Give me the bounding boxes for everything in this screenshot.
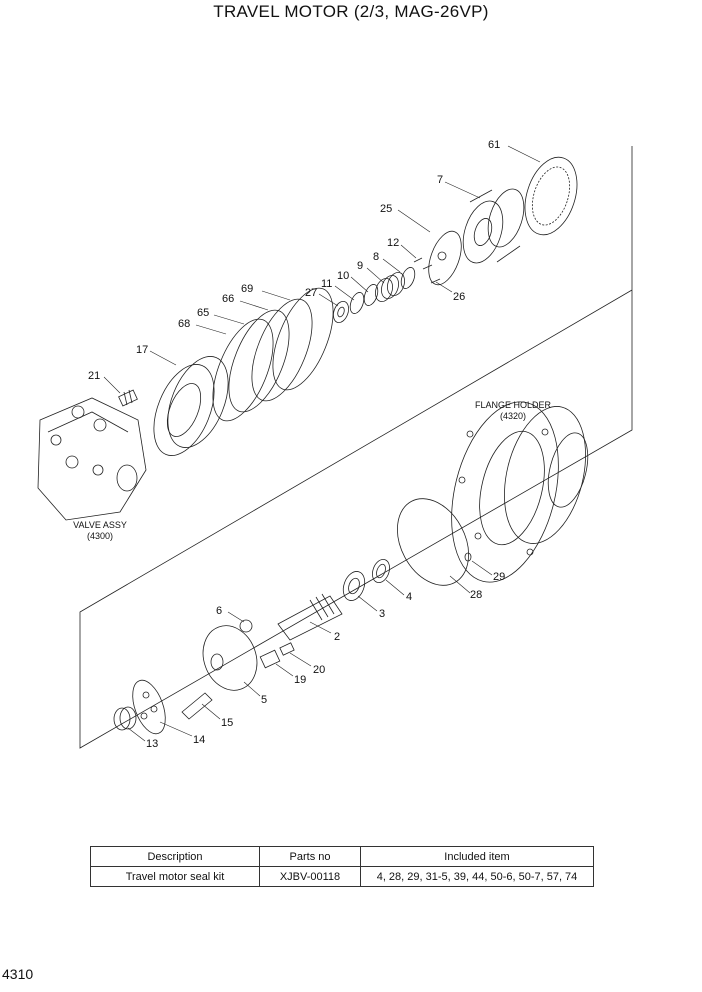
part-17-piston — [153, 356, 229, 456]
valve-assy-label: VALVE ASSY — [73, 520, 127, 530]
part-5-swash-plate — [202, 625, 258, 691]
page-number: 4310 — [2, 966, 34, 982]
callout-7: 7 — [437, 174, 443, 186]
callout-28: 28 — [470, 589, 482, 601]
part-10-ring — [363, 284, 379, 306]
part-9-spring — [375, 271, 405, 303]
callout-68: 68 — [178, 318, 190, 330]
callout-66: 66 — [222, 293, 234, 305]
callout-4: 4 — [406, 591, 412, 603]
callout-12: 12 — [387, 237, 399, 249]
callout-11: 11 — [321, 278, 332, 290]
callout-69: 69 — [241, 283, 253, 295]
part-3-bearing — [342, 571, 366, 601]
part-27-bearing — [333, 300, 349, 324]
part-14-shoe-plate — [132, 679, 166, 735]
callout-25: 25 — [380, 203, 392, 215]
callout-8: 8 — [373, 251, 379, 263]
callout-9: 9 — [357, 260, 363, 272]
callout-61: 61 — [488, 139, 500, 151]
page-title: TRAVEL MOTOR (2/3, MAG-26VP) — [213, 2, 489, 21]
part-69-o-ring — [272, 287, 334, 391]
part-15-piston — [181, 692, 213, 720]
col-header-description: Description — [90, 846, 260, 867]
seal-kit-table: Description Parts no Included item Trave… — [90, 846, 594, 887]
part-29-o-ring — [464, 552, 472, 562]
flange-holder-code: (4320) — [500, 411, 526, 421]
part-20-spring — [279, 642, 295, 656]
part-61-friction-plate — [524, 156, 578, 236]
callout-15: 15 — [221, 717, 233, 729]
callout-17: 17 — [136, 344, 148, 356]
part-21-spring — [118, 389, 138, 407]
part-8-ring — [400, 267, 416, 289]
table-header-row: Description Parts no Included item — [90, 846, 594, 867]
callout-29: 29 — [493, 571, 505, 583]
part-11-ring — [349, 292, 365, 314]
col-header-parts-no: Parts no — [259, 846, 361, 867]
callout-26: 26 — [453, 291, 465, 303]
part-65-o-ring — [228, 309, 290, 413]
leader-lines — [103, 145, 541, 742]
callout-3: 3 — [379, 608, 385, 620]
callout-20: 20 — [313, 664, 325, 676]
callout-21: 21 — [88, 370, 100, 382]
part-13-retainer — [113, 706, 137, 731]
callout-2: 2 — [334, 631, 340, 643]
callout-10: 10 — [337, 270, 349, 282]
part-19-piston — [259, 649, 281, 669]
part-7-cylinder-block — [462, 188, 525, 264]
part-2-shaft — [277, 593, 343, 641]
flange-holder-label: FLANGE HOLDER — [475, 400, 552, 410]
callout-6: 6 — [216, 605, 222, 617]
callout-5: 5 — [261, 694, 267, 706]
part-4-bearing — [372, 558, 390, 584]
callout-13: 13 — [146, 738, 158, 750]
table-row: Travel motor seal kit XJBV-00118 4, 28, … — [90, 866, 594, 887]
part-28-o-ring — [397, 498, 469, 586]
part-66-o-ring — [251, 298, 313, 402]
part-26-pins — [422, 264, 441, 284]
callout-19: 19 — [294, 674, 306, 686]
callout-65: 65 — [197, 307, 209, 319]
cell-parts-no: XJBV-00118 — [259, 866, 361, 887]
flange-holder-housing — [451, 401, 589, 583]
part-25-valve-plate — [428, 230, 462, 286]
cell-included-item: 4, 28, 29, 31-5, 39, 44, 50-6, 50-7, 57,… — [360, 866, 594, 887]
valve-assy-code: (4300) — [87, 531, 113, 541]
valve-assy-housing — [37, 397, 147, 521]
callout-27: 27 — [305, 287, 317, 299]
part-12-spring-pin — [413, 257, 423, 263]
cell-description: Travel motor seal kit — [90, 866, 260, 887]
col-header-included-item: Included item — [360, 846, 594, 867]
part-6-ball — [239, 619, 253, 633]
callout-14: 14 — [193, 734, 205, 746]
assembly-boundary — [79, 146, 633, 749]
callout-labels: 61 7 25 12 8 9 10 11 27 26 69 66 65 68 1… — [73, 139, 551, 750]
